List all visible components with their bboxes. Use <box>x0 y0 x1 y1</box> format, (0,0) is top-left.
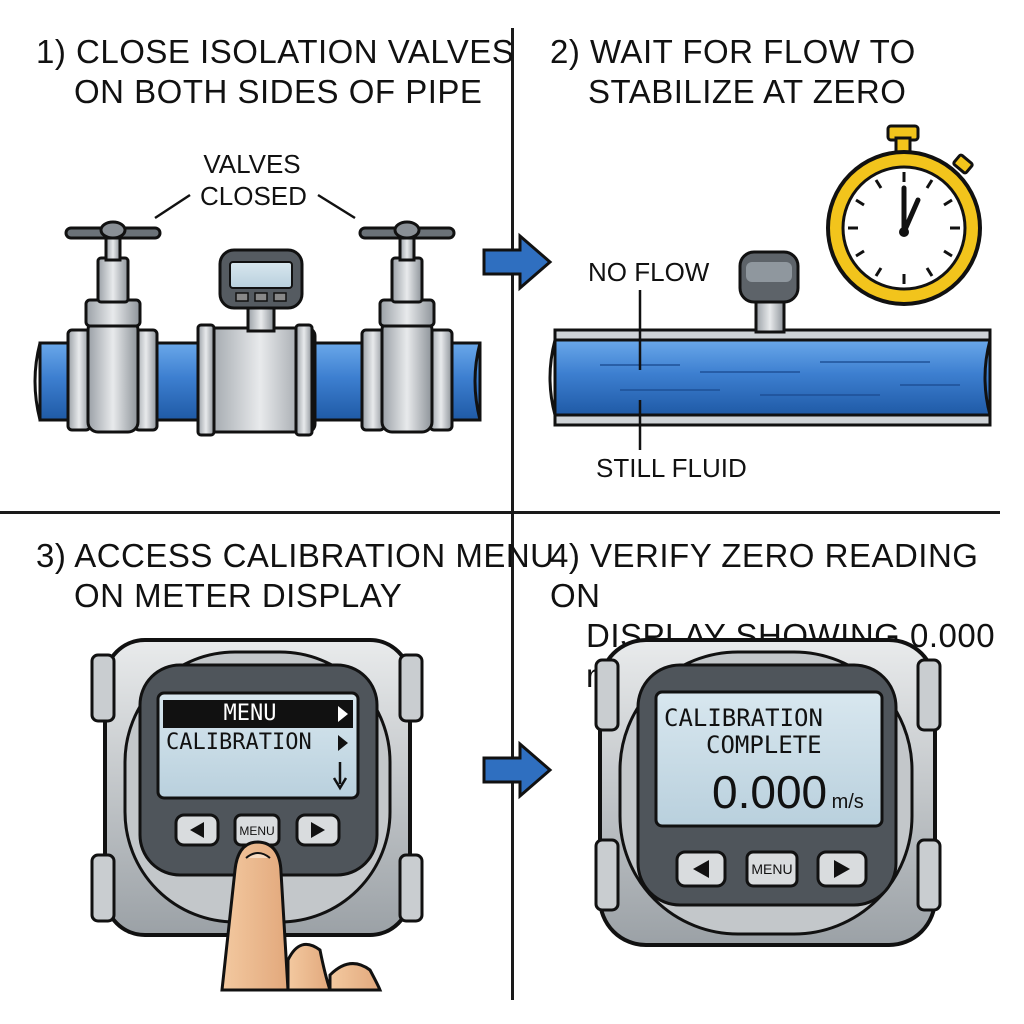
step-1-title: 1) CLOSE ISOLATION VALVES ON BOTH SIDES … <box>36 32 514 112</box>
menu-title: MENU <box>223 701 277 726</box>
arrow-to-step-4 <box>482 740 553 800</box>
panel-2-illustration <box>548 124 992 450</box>
valves-label-line-1: VALVES <box>203 149 301 179</box>
right-button-2[interactable] <box>818 852 866 886</box>
panel-4-illustration <box>594 638 942 947</box>
menu-button[interactable]: MENU <box>239 824 275 838</box>
no-flow-label: NO FLOW <box>588 257 710 287</box>
step-1-line-2: ON BOTH SIDES OF PIPE <box>74 73 483 110</box>
step-2-title: 2) WAIT FOR FLOW TO STABILIZE AT ZERO <box>550 32 916 112</box>
step-4-line-1: 4) VERIFY ZERO READING ON <box>550 537 979 614</box>
menu-item-calibration[interactable]: CALIBRATION <box>166 730 312 755</box>
left-button-2[interactable] <box>677 852 725 886</box>
zero-reading: 0.000 m/s <box>712 766 864 818</box>
step-2-line-1: 2) WAIT FOR FLOW TO <box>550 33 916 70</box>
step-3-line-1: 3) ACCESS CALIBRATION MENU <box>36 537 555 574</box>
valves-closed-label: VALVES CLOSED <box>200 148 307 212</box>
panel-1-illustration <box>33 193 482 437</box>
arrow-to-step-2 <box>482 232 553 292</box>
left-button[interactable] <box>176 815 218 845</box>
horizontal-divider <box>0 511 1000 514</box>
calibration-status-line-1: CALIBRATION <box>664 704 823 732</box>
step-2-line-2: STABILIZE AT ZERO <box>588 73 907 110</box>
valves-label-line-2: CLOSED <box>200 181 307 211</box>
step-3-title: 3) ACCESS CALIBRATION MENU ON METER DISP… <box>36 536 555 616</box>
vertical-divider <box>511 28 514 1000</box>
right-button[interactable] <box>297 815 339 845</box>
panel-3-illustration <box>90 638 424 992</box>
still-fluid-label: STILL FLUID <box>596 453 747 483</box>
stopwatch-icon <box>826 124 982 306</box>
reading-unit: m/s <box>831 791 864 813</box>
reading-value: 0.000 <box>712 766 828 818</box>
step-1-line-1: 1) CLOSE ISOLATION VALVES <box>36 33 515 70</box>
menu-button-2[interactable]: MENU <box>751 861 793 877</box>
step-3-line-2: ON METER DISPLAY <box>74 577 403 614</box>
calibration-status-line-2: COMPLETE <box>706 731 822 759</box>
